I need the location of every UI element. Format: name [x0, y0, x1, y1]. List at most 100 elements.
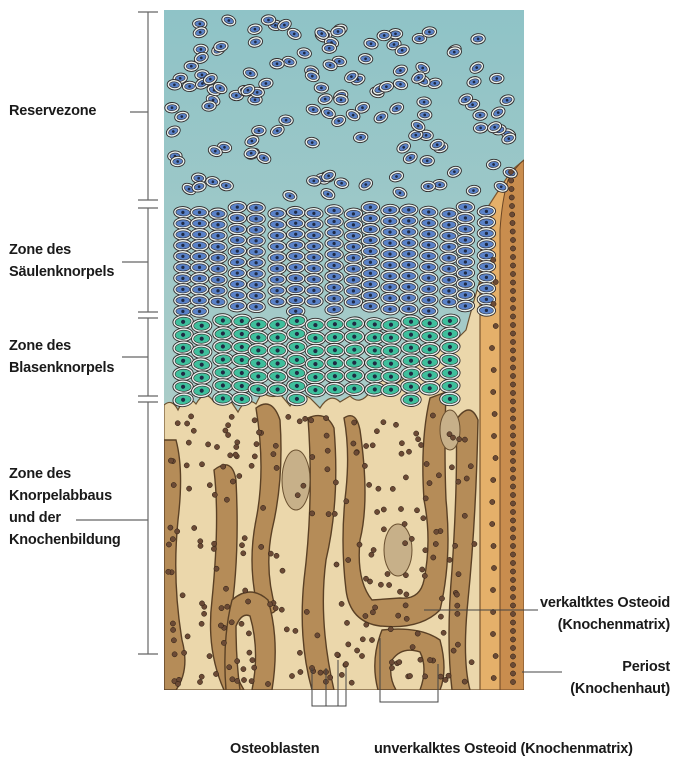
column-cell	[419, 250, 438, 262]
osteocyte-dot	[166, 542, 171, 547]
reserve-cell	[270, 58, 285, 69]
osteocyte-dot	[404, 592, 409, 597]
osteocyte-dot	[362, 463, 367, 468]
column-cell	[344, 219, 362, 231]
osteocyte-dot	[374, 429, 379, 434]
osteocyte-dot	[223, 586, 228, 591]
osteocyte-dot	[295, 493, 300, 498]
osteocyte-dot	[403, 541, 408, 546]
column-cell	[344, 230, 363, 242]
bracket-hypertrophic	[122, 318, 158, 396]
column-cell	[174, 294, 193, 306]
periosteum-cell	[510, 382, 515, 387]
column-cell	[268, 241, 287, 253]
osteocyte-dot	[438, 614, 443, 619]
reserve-cell	[314, 82, 329, 93]
osteocyte-dot	[241, 667, 246, 672]
osteocyte-dot	[373, 605, 378, 610]
osteocyte-dot	[229, 620, 234, 625]
osteocyte-dot	[166, 569, 171, 574]
osteocyte-dot	[235, 678, 240, 683]
column-cell	[477, 216, 496, 228]
periosteum-cell	[510, 365, 515, 370]
column-cell	[344, 241, 363, 253]
marrow-space	[384, 524, 412, 576]
periosteum-line-1: Periost	[570, 656, 670, 678]
osteocyte-dot	[335, 652, 340, 657]
hypertrophic-cell	[325, 317, 346, 331]
osteocyte-dot	[378, 582, 383, 587]
periosteum-cell	[490, 631, 495, 636]
column-cell	[477, 227, 496, 239]
column-cell	[344, 274, 363, 286]
osteocyte-dot	[191, 428, 196, 433]
column-cell	[361, 223, 380, 235]
osteocyte-dot	[199, 462, 204, 467]
osteocyte-dot	[219, 606, 224, 611]
osteocyte-dot	[376, 486, 381, 491]
column-cell	[419, 305, 438, 317]
periosteum-cell	[510, 611, 515, 616]
osteocyte-dot	[332, 511, 337, 516]
column-cell	[247, 213, 266, 225]
periosteum-cell	[510, 280, 515, 285]
periosteum-cell	[510, 509, 515, 514]
periosteum-cell	[493, 279, 498, 284]
osteocyte-dot	[235, 440, 240, 445]
hypertrophic-cell	[173, 354, 194, 368]
column-cell	[399, 270, 418, 282]
column-cell	[344, 296, 363, 308]
column-cell	[247, 290, 266, 302]
osteocyte-dot	[390, 486, 395, 491]
column-cell	[361, 278, 380, 290]
osteocyte-dot	[399, 451, 404, 456]
osteocyte-dot	[443, 677, 448, 682]
column-cell	[173, 217, 192, 229]
column-cell	[325, 270, 344, 282]
calcified-osteoid-line-1: verkaltktes Osteoid	[540, 592, 670, 614]
osteocyte-dot	[451, 648, 456, 653]
periosteum-cell	[510, 594, 515, 599]
periosteum-cell	[509, 203, 514, 208]
periosteum-cell	[510, 220, 515, 225]
osteocyte-dot	[434, 529, 439, 534]
column-cell	[190, 207, 209, 219]
hypertrophic-line-1: Zone des	[9, 335, 114, 357]
periosteum-cell	[510, 620, 515, 625]
periosteum-cell	[510, 484, 515, 489]
column-line-1: Zone des	[9, 239, 114, 261]
column-cell	[268, 230, 287, 242]
column-cell	[381, 303, 399, 315]
osteocyte-dot	[273, 443, 278, 448]
column-cell	[268, 285, 286, 297]
reserve-cell	[417, 97, 432, 108]
osteocyte-dot	[324, 416, 329, 421]
column-cell	[174, 261, 193, 273]
osteocyte-dot	[339, 672, 344, 677]
periosteum-cell	[510, 467, 515, 472]
column-cell	[325, 226, 344, 238]
osteocyte-dot	[363, 613, 368, 618]
periosteum-cell	[510, 679, 515, 684]
osteocyte-dot	[230, 677, 235, 682]
hypertrophic-cell	[344, 330, 365, 344]
osteocyte-dot	[441, 630, 446, 635]
osteocyte-dot	[168, 525, 173, 530]
column-cell	[228, 234, 247, 246]
column-cell	[209, 296, 228, 308]
osteocyte-dot	[423, 496, 428, 501]
osteocyte-dot	[469, 660, 474, 665]
osteoblast-dot	[213, 671, 218, 676]
hypertrophic-cell	[213, 340, 234, 354]
osteocyte-dot	[389, 660, 394, 665]
periosteum-cell	[508, 169, 513, 174]
osteocyte-dot	[328, 675, 333, 680]
column-cell	[174, 239, 193, 251]
osteocyte-dot	[344, 499, 349, 504]
osteocyte-dot	[421, 516, 426, 521]
osteocyte-dot	[453, 543, 458, 548]
column-cell	[361, 256, 380, 268]
osteocyte-dot	[199, 674, 204, 679]
label-periosteum: Periost (Knochenhaut)	[570, 656, 670, 700]
